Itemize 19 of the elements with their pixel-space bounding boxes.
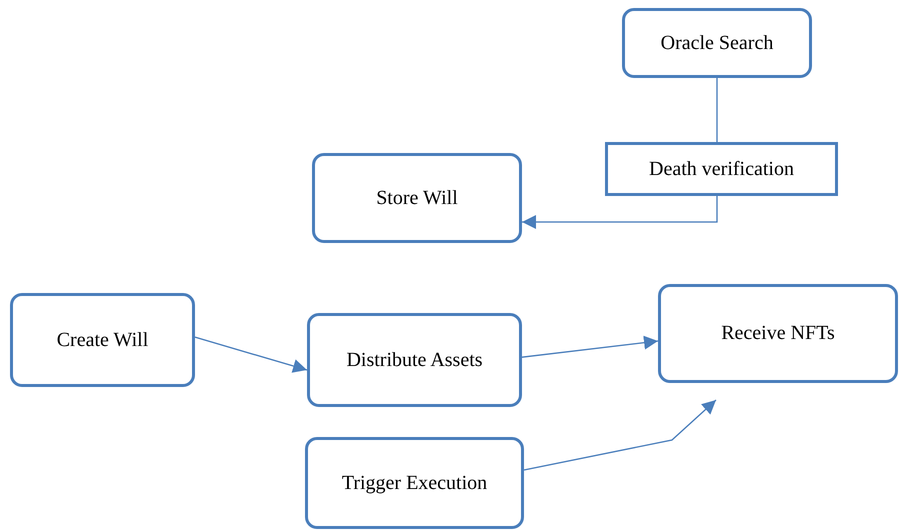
process-box: [307, 313, 522, 407]
box-label: Trigger Execution: [342, 472, 488, 494]
box-label: Create Will: [56, 328, 148, 352]
arrow: [522, 336, 658, 358]
process-box: [658, 284, 898, 383]
arrow: [524, 400, 716, 471]
box-label: Distribute Assets: [346, 348, 483, 372]
box-label: Death verification: [649, 158, 794, 180]
box-label: Receive NFTs: [721, 322, 835, 345]
box-label: Oracle Search: [660, 32, 774, 54]
process-box: [305, 437, 524, 529]
box-label: Store Will: [376, 186, 458, 210]
process-box: [10, 293, 195, 387]
process-box: [605, 142, 838, 196]
process-box: [312, 153, 522, 243]
arrow: [522, 196, 718, 229]
arrow: [194, 336, 308, 373]
process-box: [622, 8, 812, 78]
connector-line: [716, 78, 718, 142]
